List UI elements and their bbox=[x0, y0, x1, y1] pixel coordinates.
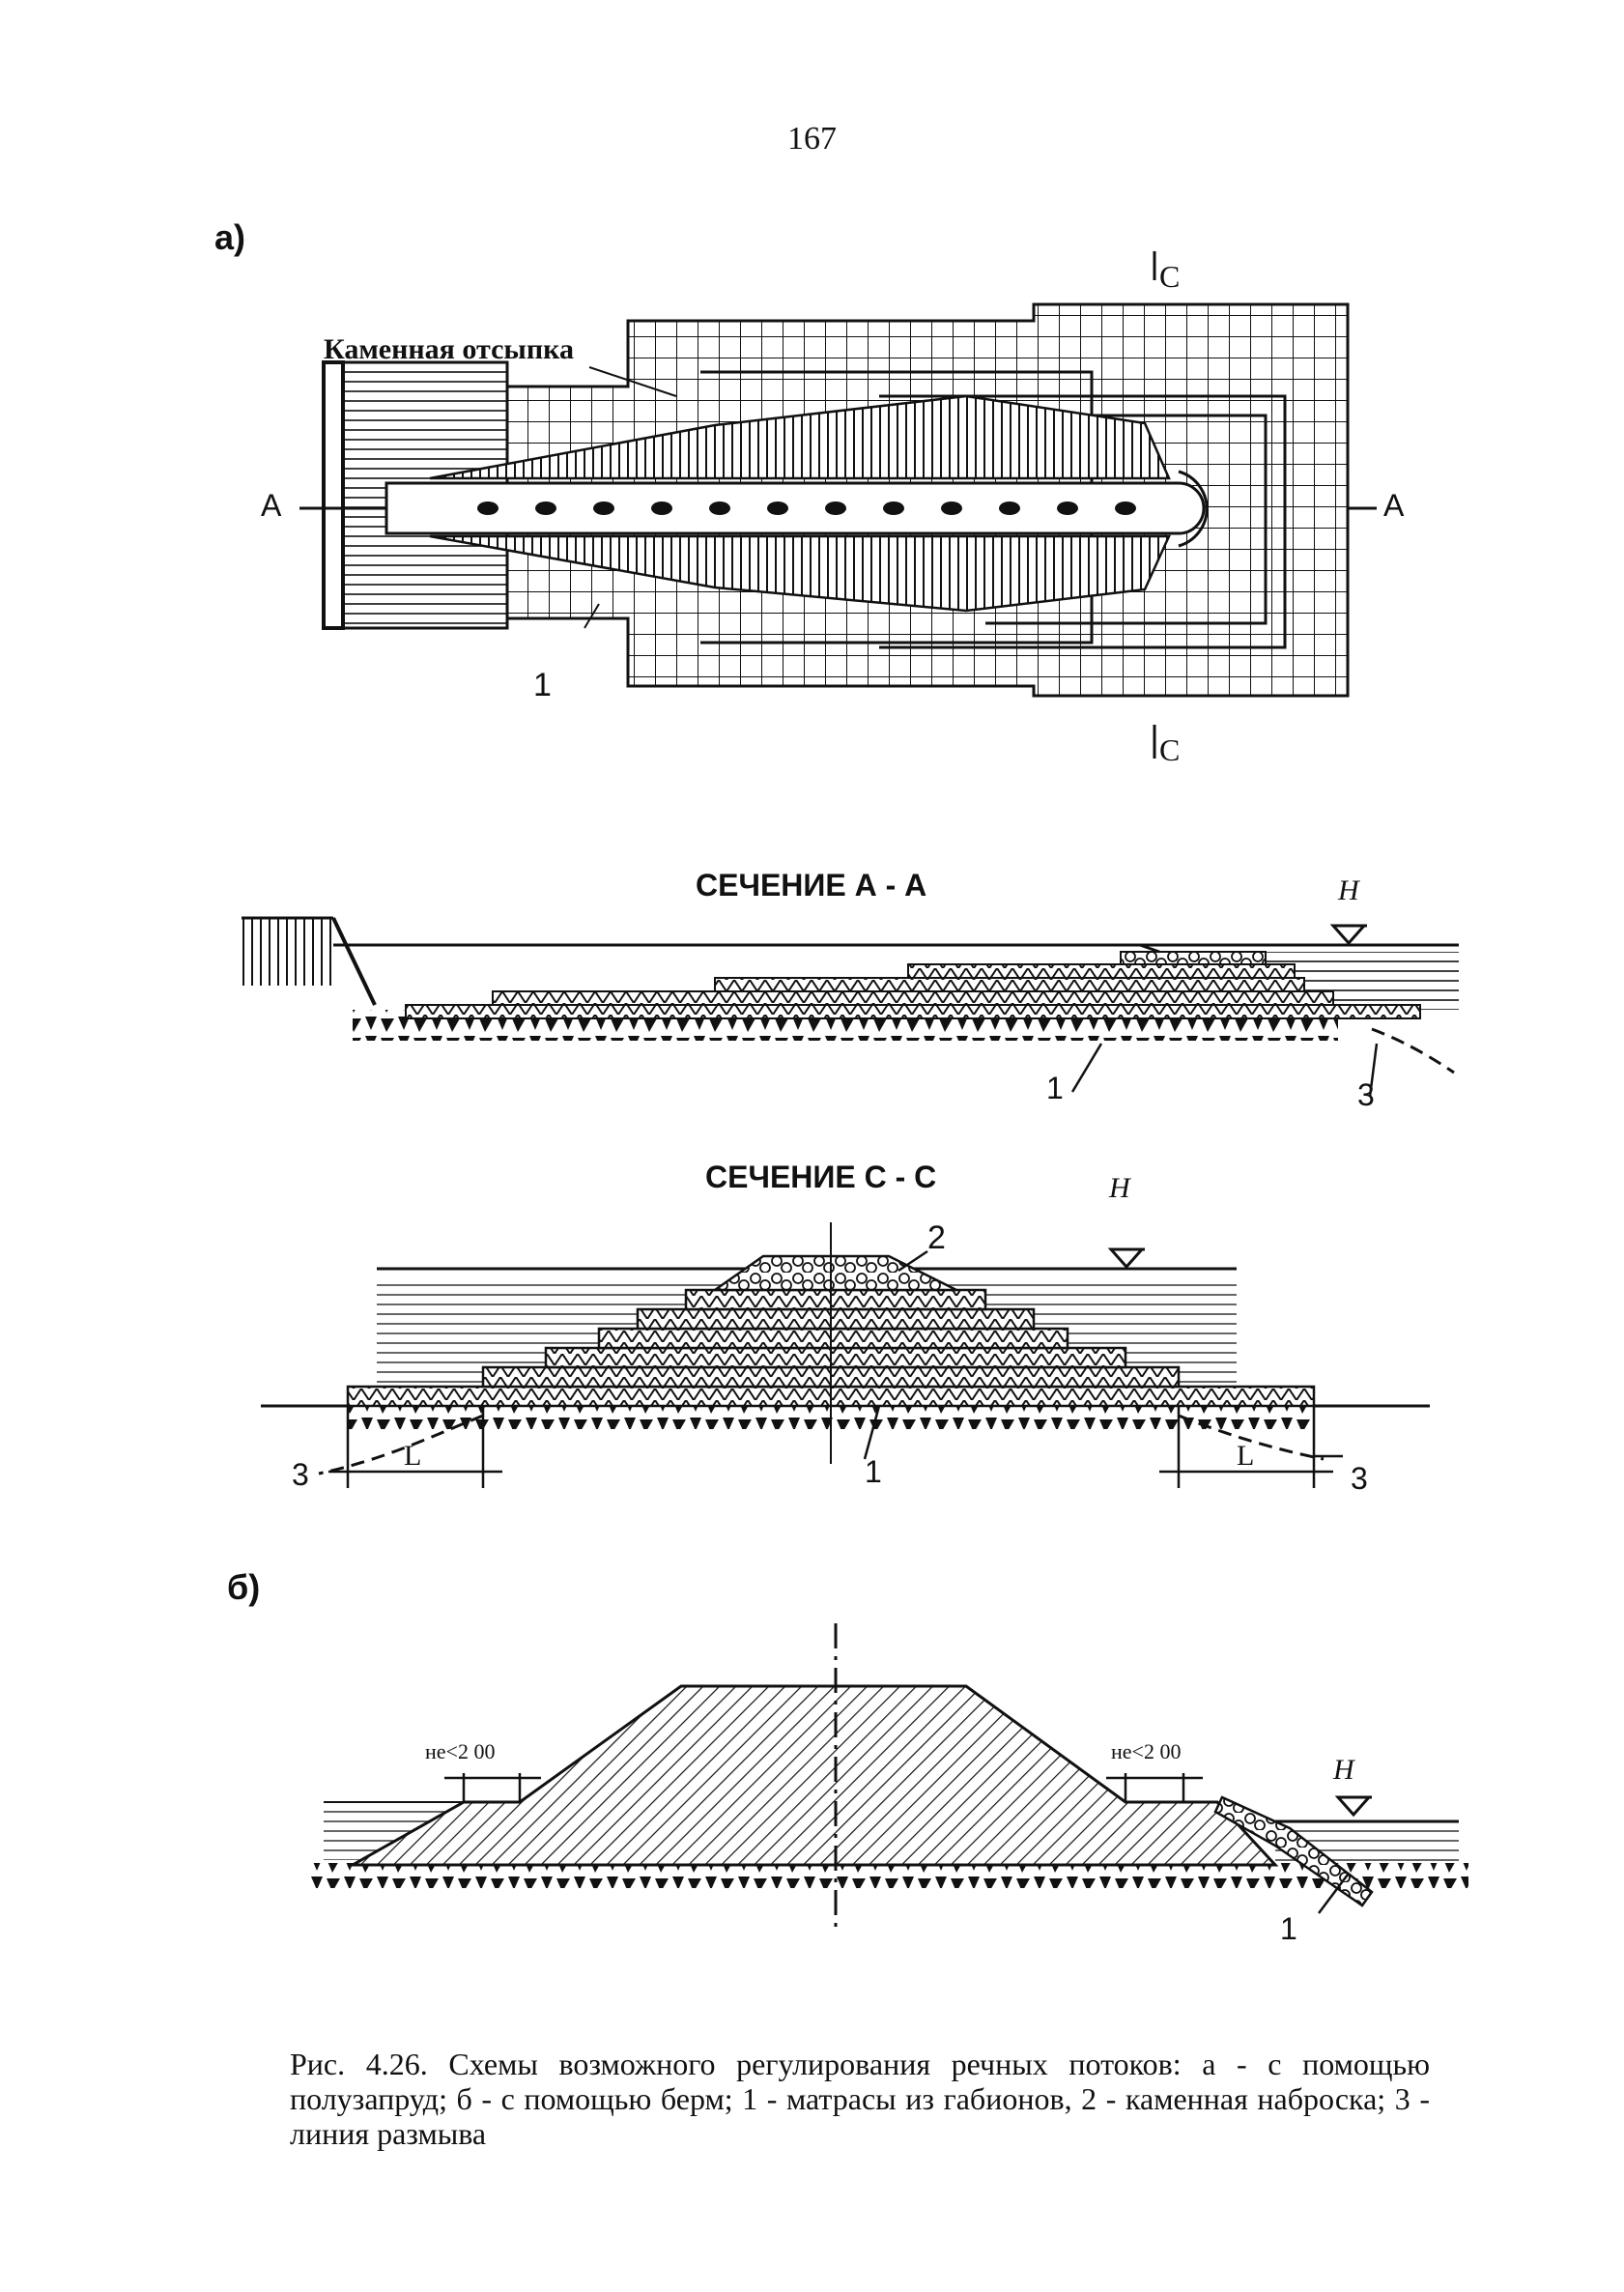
berm-embankment bbox=[347, 1684, 1279, 1867]
section-cc-title: СЕЧЕНИЕ С - С bbox=[705, 1160, 937, 1194]
wedge-lower bbox=[429, 534, 1171, 613]
figure-b-drawing bbox=[309, 1623, 1468, 1933]
dimension-l-left: L bbox=[404, 1440, 422, 1472]
axis-a-left: А bbox=[261, 488, 282, 523]
axis-c-top: С bbox=[1159, 259, 1181, 294]
figure-caption: Рис. 4.26. Схемы возможного регулировани… bbox=[290, 2047, 1430, 2151]
label-3-cc-right: 3 bbox=[1351, 1461, 1368, 1496]
axis-a-right: А bbox=[1383, 488, 1405, 523]
label-2-cc: 2 bbox=[927, 1219, 946, 1256]
figure-a-letter: а) bbox=[214, 217, 246, 257]
label-1-cc: 1 bbox=[865, 1454, 882, 1489]
figure-a-plan-drawing bbox=[299, 251, 1377, 759]
berm-width-label-right: не<2 00 bbox=[1111, 1739, 1182, 1763]
stone-crown bbox=[711, 1254, 957, 1292]
water-level-h-cc: Н bbox=[1109, 1172, 1130, 1204]
section-aa-title: СЕЧЕНИЕ А - А bbox=[696, 868, 927, 902]
label-1-aa: 1 bbox=[1046, 1071, 1064, 1105]
label-3-aa: 3 bbox=[1357, 1077, 1375, 1112]
berm-width-label-left: не<2 00 bbox=[425, 1739, 496, 1763]
axis-c-bottom: С bbox=[1159, 732, 1181, 767]
section-cc-drawing bbox=[261, 1222, 1430, 1488]
water-level-h-b: Н bbox=[1333, 1754, 1354, 1786]
section-aa-drawing bbox=[242, 916, 1459, 1098]
stone-fill-label: Каменная отсыпка bbox=[324, 333, 574, 365]
label-3-cc-left: 3 bbox=[292, 1457, 309, 1492]
page-number: 167 bbox=[787, 121, 837, 157]
figure-b-letter: б) bbox=[227, 1567, 261, 1607]
water-level-h-aa: Н bbox=[1338, 874, 1359, 906]
groyne-spine bbox=[385, 481, 1206, 535]
dimension-l-right: L bbox=[1237, 1440, 1255, 1472]
label-1-plan: 1 bbox=[533, 667, 552, 703]
wedge-upper bbox=[429, 394, 1171, 480]
label-1-b: 1 bbox=[1280, 1911, 1297, 1946]
